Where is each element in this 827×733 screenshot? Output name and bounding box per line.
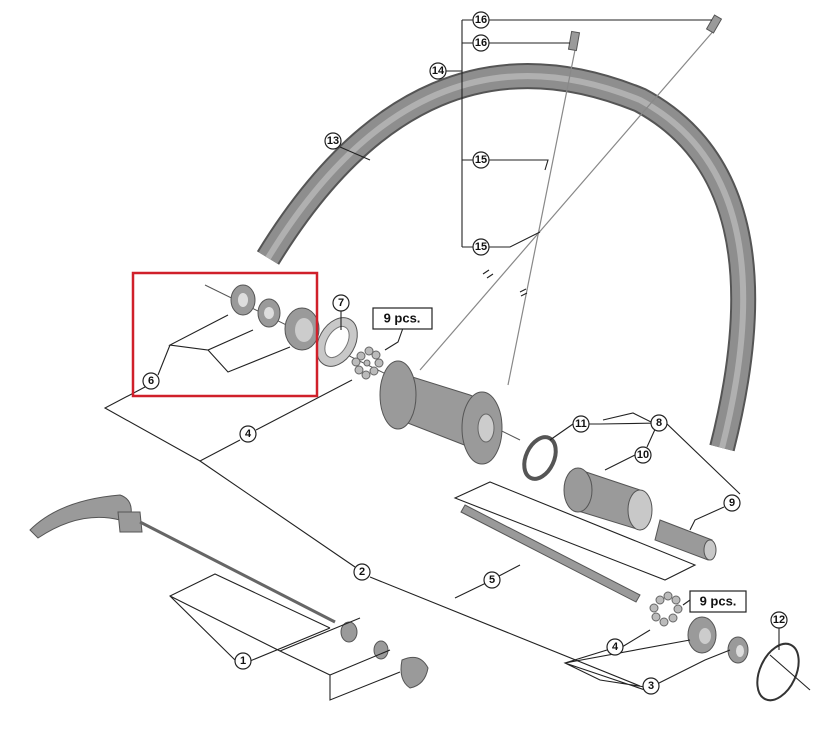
axle-5: [460, 504, 641, 603]
highlight-box: [131, 271, 319, 398]
hub-body: [379, 360, 503, 465]
callout-1[interactable]: 1: [234, 652, 252, 670]
callout-4-upper[interactable]: 4: [239, 425, 257, 443]
quantity-text: 9 pcs.: [384, 311, 421, 326]
bearing-parts-6: [230, 284, 320, 351]
quantity-label-lower: 9 pcs.: [689, 590, 747, 613]
spokes: [419, 27, 717, 386]
callout-label: 15: [475, 154, 487, 166]
nipple: [705, 14, 723, 34]
callout-label: 3: [648, 680, 654, 692]
rim: [256, 63, 757, 452]
freehub-body-10: [563, 467, 653, 531]
cone-parts-3: [687, 616, 749, 664]
callout-label: 13: [327, 135, 339, 147]
callout-label: 1: [240, 655, 246, 667]
callout-label: 7: [338, 297, 344, 309]
quantity-text: 9 pcs.: [700, 594, 737, 609]
callout-10[interactable]: 10: [634, 446, 652, 464]
callout-label: 16: [475, 14, 487, 26]
callout-11[interactable]: 11: [572, 415, 590, 433]
callout-12[interactable]: 12: [770, 611, 788, 629]
nipple: [567, 30, 581, 52]
callout-13[interactable]: 13: [324, 132, 342, 150]
callout-9[interactable]: 9: [723, 494, 741, 512]
ball-bearings-upper: [351, 346, 384, 380]
spacer-9: [654, 519, 717, 561]
callout-14[interactable]: 14: [429, 62, 447, 80]
callout-3[interactable]: 3: [642, 677, 660, 695]
callout-label: 2: [359, 566, 365, 578]
callout-16b[interactable]: 16: [472, 34, 490, 52]
seal-7: [316, 317, 358, 367]
callout-6[interactable]: 6: [142, 372, 160, 390]
callout-2[interactable]: 2: [353, 563, 371, 581]
callout-label: 8: [656, 417, 662, 429]
callout-4-lower[interactable]: 4: [606, 638, 624, 656]
callout-15a[interactable]: 15: [472, 151, 490, 169]
leader-lines: [103, 19, 780, 701]
callout-label: 10: [637, 449, 649, 461]
axle-box: [453, 481, 697, 581]
ball-bearings-lower: [649, 591, 683, 627]
callout-label: 16: [475, 37, 487, 49]
callout-8[interactable]: 8: [650, 414, 668, 432]
callout-label: 12: [773, 614, 785, 626]
ring-12: [756, 642, 800, 702]
callout-label: 15: [475, 241, 487, 253]
quick-release-1: [29, 494, 429, 689]
callout-5[interactable]: 5: [483, 571, 501, 589]
callout-15b[interactable]: 15: [472, 238, 490, 256]
callout-label: 5: [489, 574, 495, 586]
callout-label: 9: [729, 497, 735, 509]
callout-7[interactable]: 7: [332, 294, 350, 312]
callout-label: 11: [575, 418, 587, 430]
callout-label: 6: [148, 375, 154, 387]
callout-16a[interactable]: 16: [472, 11, 490, 29]
callout-label: 4: [245, 428, 252, 440]
quantity-label-upper: 9 pcs.: [372, 307, 433, 330]
callout-label: 14: [432, 65, 445, 77]
callout-label: 4: [612, 641, 619, 653]
o-ring-11: [522, 435, 558, 481]
